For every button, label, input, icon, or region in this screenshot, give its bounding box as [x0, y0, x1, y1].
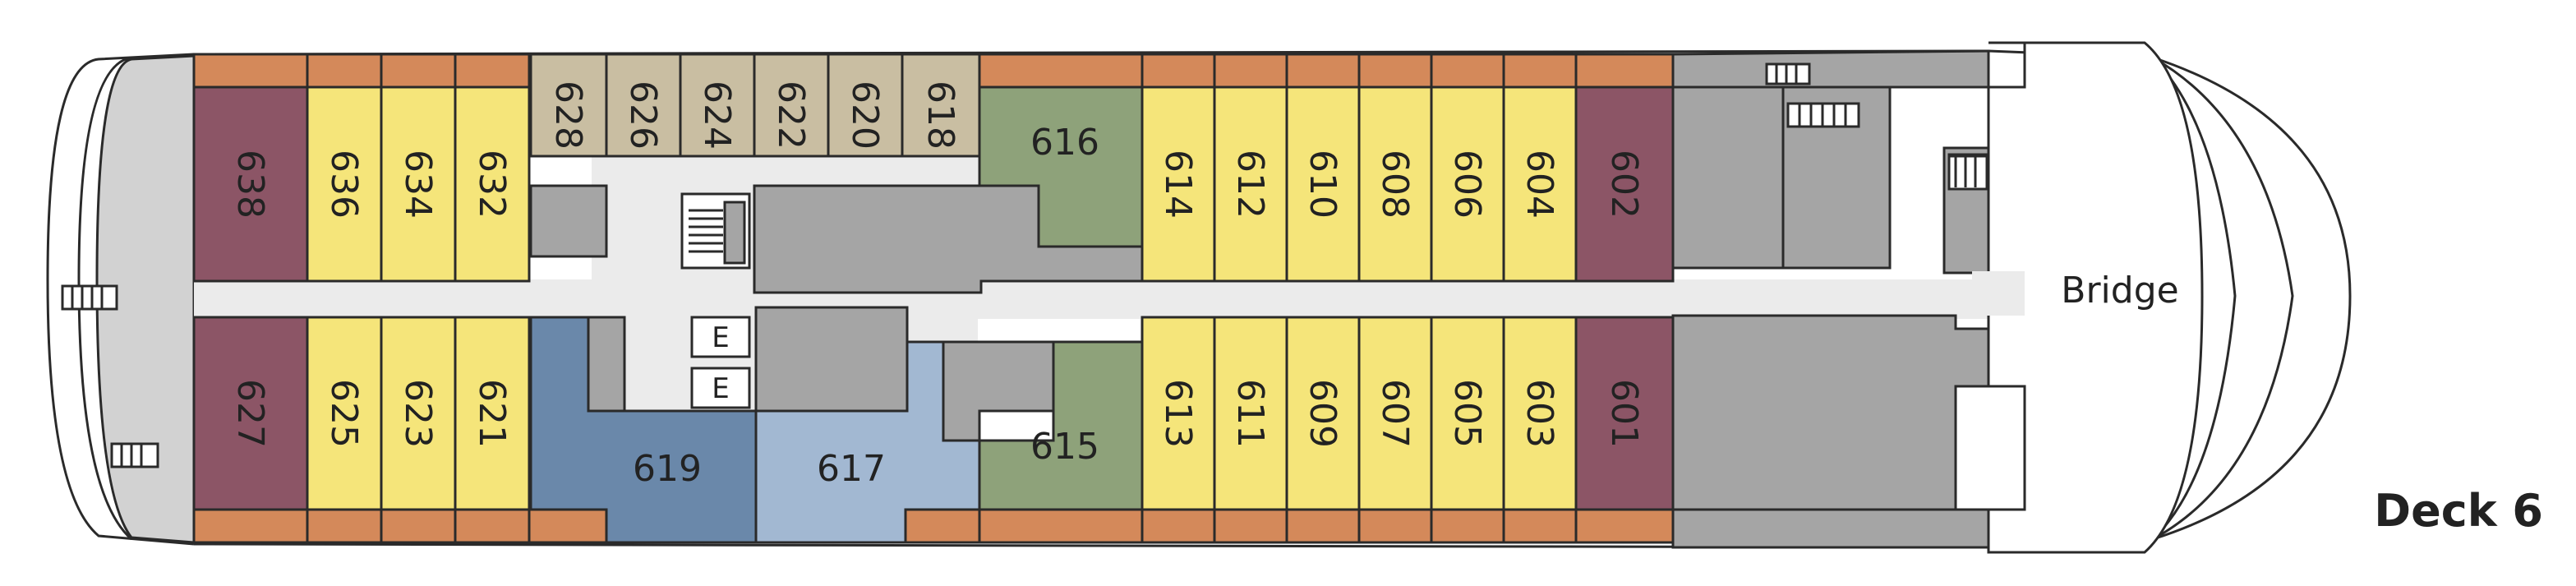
balcony-strip-bottom: [192, 508, 1675, 544]
cabin-label: 613: [1157, 379, 1199, 448]
cabin-label: 601: [1603, 379, 1645, 448]
cabin-605: [1430, 316, 1505, 511]
cabin-label: 603: [1518, 379, 1560, 448]
cabin-601: [1574, 316, 1675, 511]
cabin-label: 609: [1302, 379, 1343, 448]
cabin-607: [1357, 316, 1433, 511]
cabin-614: [1141, 85, 1216, 283]
cabin-label: 618: [919, 81, 961, 150]
cabin-621: [454, 316, 531, 511]
room-label-619: 619: [633, 448, 702, 490]
corridor: [194, 279, 2026, 319]
cabin-622: [753, 53, 830, 158]
cabin-label: 627: [229, 379, 271, 448]
bridge-label: Bridge: [2061, 270, 2178, 311]
cabin-label: 611: [1229, 379, 1271, 448]
cabin-label: 602: [1603, 150, 1645, 219]
cabin-label: 608: [1374, 150, 1416, 219]
cabin-label: 634: [397, 150, 439, 219]
rail-icon: [61, 62, 1988, 468]
stern-deck: [95, 54, 196, 544]
cabin-604: [1502, 85, 1578, 283]
cabin-611: [1213, 316, 1288, 511]
service-areas-bottom: [587, 306, 1055, 442]
cabin-label: 621: [471, 379, 513, 448]
cabin-label: 607: [1374, 379, 1416, 448]
cabin-label: 614: [1157, 150, 1199, 219]
elevator-label: E: [712, 372, 729, 405]
cabin-628: [529, 53, 608, 158]
cabin-label: 610: [1302, 150, 1343, 219]
cabin-label: 623: [397, 379, 439, 448]
cabin-label: 625: [323, 379, 365, 448]
cabin-label: 632: [471, 150, 513, 219]
cabin-labels-small: 628 626 624 622 620 618: [547, 81, 961, 150]
cabin-label: 605: [1446, 379, 1488, 448]
cabin-label: 622: [770, 81, 812, 150]
room-label-617: 617: [817, 448, 886, 490]
cabin-610: [1285, 85, 1361, 283]
bridge-hallway: [1972, 271, 2025, 316]
cabin-612: [1213, 85, 1288, 283]
cabin-label: 636: [323, 150, 365, 219]
cabin-624: [679, 53, 756, 158]
cabin-labels-bottom: 627 625 623 621 613 611 609 607 605 603 …: [229, 379, 1645, 448]
cabin-632: [454, 85, 531, 283]
cabin-609: [1285, 316, 1361, 511]
room-label-616: 616: [1030, 122, 1099, 164]
cabin-label: 606: [1446, 150, 1488, 219]
stairs-icon: [680, 192, 751, 270]
cabin-label: 620: [844, 81, 886, 150]
cabin-label: 628: [547, 81, 589, 150]
cabin-labels-top: 638 636 634 632 614 612 610 608 606 604 …: [229, 150, 1645, 219]
cabin-626: [605, 53, 682, 158]
cabin-623: [380, 316, 457, 511]
cabin-label: 624: [696, 81, 738, 150]
room-615: [978, 340, 1144, 511]
cabin-625: [306, 316, 383, 511]
cabin-label: 612: [1229, 150, 1271, 219]
cabin-613: [1141, 316, 1216, 511]
deck-title: Deck 6: [2374, 485, 2543, 537]
cabin-620: [827, 53, 904, 158]
bridge-area: [1987, 41, 2204, 554]
cabin-602: [1574, 85, 1675, 283]
room-label-615: 615: [1030, 426, 1099, 468]
cabin-label: 604: [1518, 150, 1560, 219]
cabin-608: [1357, 85, 1433, 283]
cabin-label: 626: [622, 81, 664, 150]
elevators: [690, 316, 751, 409]
cabin-label: 638: [229, 150, 271, 219]
elevator-label: E: [712, 321, 729, 354]
service-areas-top: [529, 184, 1144, 294]
cabin-603: [1502, 316, 1578, 511]
